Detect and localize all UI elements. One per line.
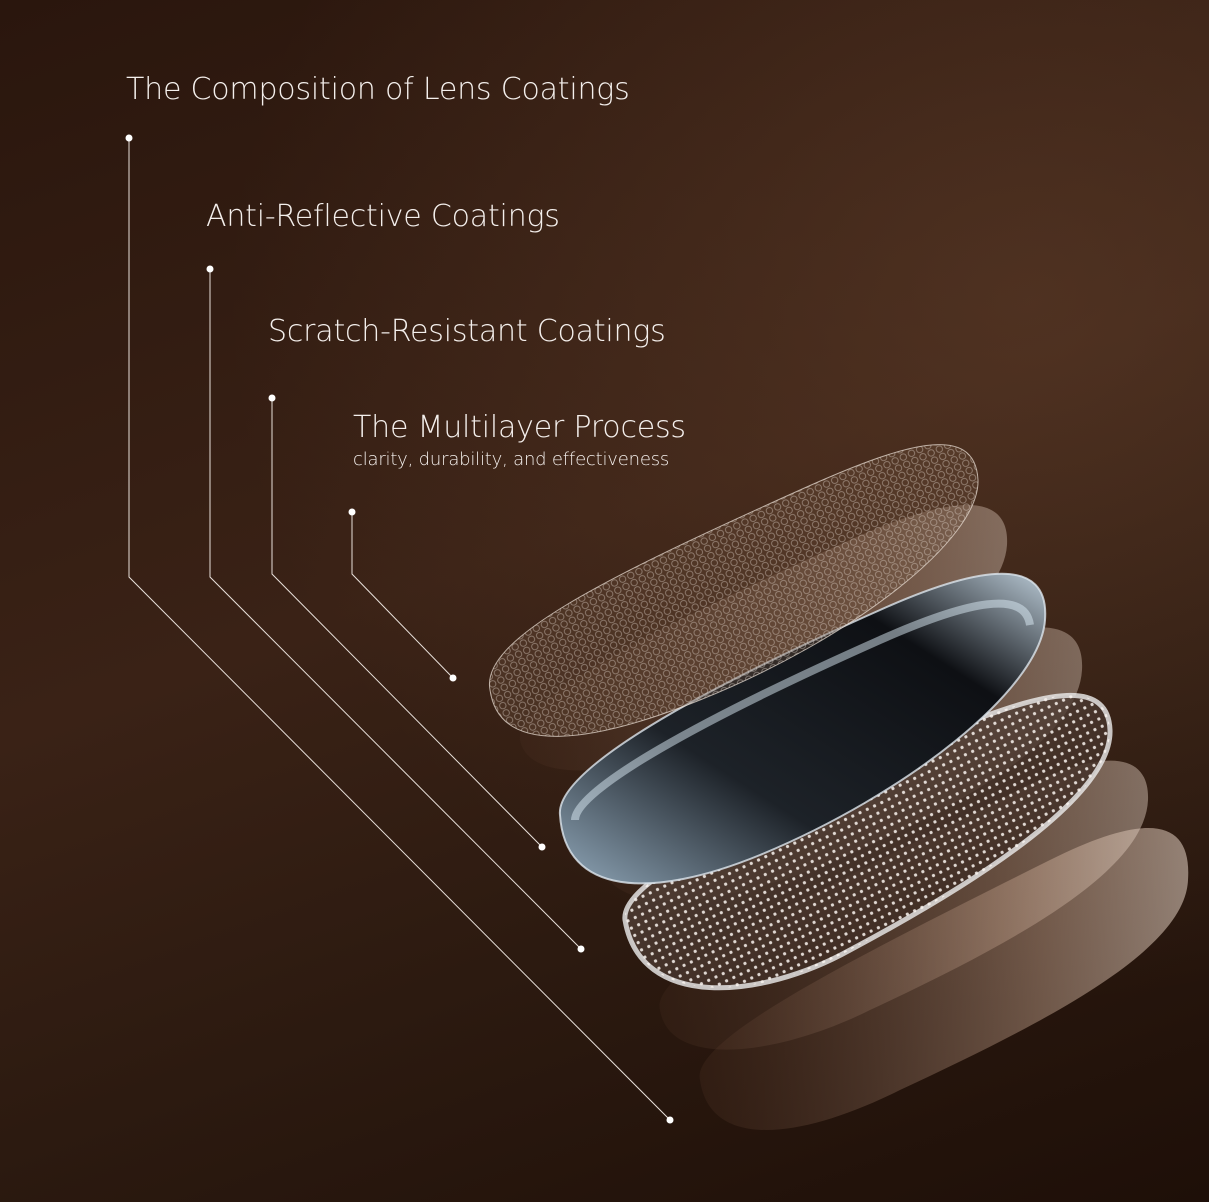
leader-dot <box>206 265 214 273</box>
leader-line-scratch-resistant <box>271 398 543 848</box>
leader-dot <box>538 843 546 851</box>
leader-dot <box>268 394 276 402</box>
leader-dot <box>125 134 133 142</box>
leader-line-multilayer <box>351 512 454 679</box>
leader-dots <box>125 134 674 1124</box>
leader-dot <box>577 945 585 953</box>
anti-reflective-layer <box>488 444 979 737</box>
leader-line-composition <box>128 138 671 1121</box>
label-multilayer-subtitle: clarity, durability, and effectiveness <box>353 449 670 470</box>
leader-lines <box>128 138 671 1121</box>
label-scratch-resistant: Scratch-Resistant Coatings <box>268 314 666 349</box>
label-multilayer: The Multilayer Process <box>353 410 686 445</box>
label-anti-reflective: Anti-Reflective Coatings <box>206 199 560 234</box>
leader-line-anti-reflective <box>209 269 582 950</box>
leader-dot <box>348 508 356 516</box>
leader-dot <box>449 674 457 682</box>
page-title: The Composition of Lens Coatings <box>126 72 630 107</box>
leader-dot <box>666 1116 674 1124</box>
